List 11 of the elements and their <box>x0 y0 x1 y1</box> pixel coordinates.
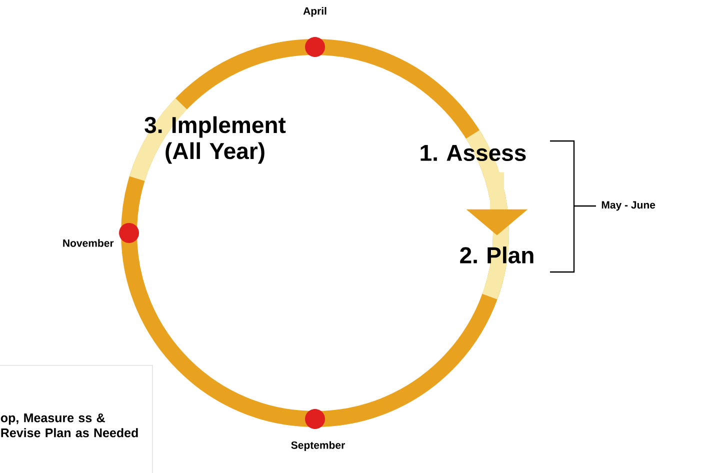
milestone-dot <box>305 37 325 57</box>
step-label: 2. Plan <box>460 246 534 264</box>
month-label: September <box>291 441 345 451</box>
month-label: April <box>303 7 326 17</box>
step-label: 3. Implement (All Year) <box>144 116 286 164</box>
period-label: May - June <box>602 201 656 211</box>
milestone-dot <box>119 223 139 243</box>
month-label: November <box>63 239 114 247</box>
milestone-dot <box>305 409 325 429</box>
note-box: op, Measure ss & Revise Plan as Needed <box>0 365 153 473</box>
step-label: 1. Assess <box>420 144 526 162</box>
